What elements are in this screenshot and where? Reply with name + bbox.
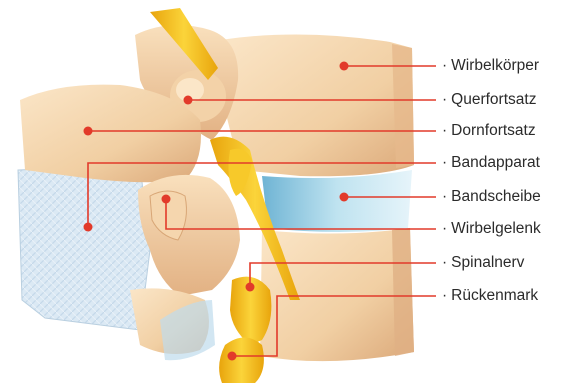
label-spinalnerv: ·Spinalnerv bbox=[442, 254, 524, 272]
lower-arch bbox=[138, 175, 240, 296]
spinal-cord-lower bbox=[219, 338, 264, 383]
lower-vertebral-body bbox=[260, 228, 414, 361]
label-wirbelkoerper: ·Wirbelkörper bbox=[442, 57, 539, 75]
label-dornfortsatz: ·Dornfortsatz bbox=[442, 122, 536, 140]
ligament-block bbox=[18, 165, 150, 330]
intervertebral-disc bbox=[262, 170, 412, 232]
label-querfortsatz: ·Querfortsatz bbox=[442, 91, 536, 109]
label-rueckenmark: ·Rückenmark bbox=[442, 287, 538, 305]
label-bandapparat: ·Bandapparat bbox=[442, 154, 540, 172]
label-wirbelgelenk: ·Wirbelgelenk bbox=[442, 220, 541, 238]
label-bandscheibe: ·Bandscheibe bbox=[442, 188, 541, 206]
